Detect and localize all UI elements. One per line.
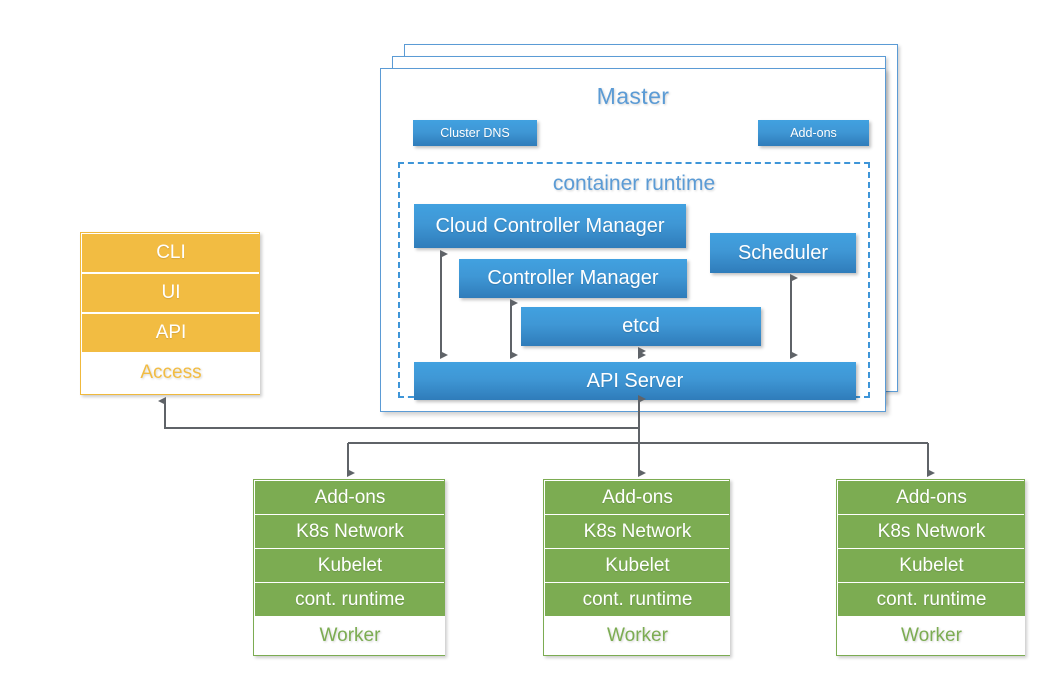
worker-2-footer-text: Worker	[607, 624, 668, 646]
access-panel: CLI UI API Access	[80, 232, 260, 395]
worker-1-footer-label: Worker	[255, 616, 445, 655]
worker-1-row-network-label: K8s Network	[296, 520, 404, 542]
access-row-ui-label: UI	[161, 282, 181, 303]
etcd-label: etcd	[622, 315, 660, 337]
worker-3-row-runtime-label: cont. runtime	[876, 588, 987, 610]
cloud-controller-manager-label: Cloud Controller Manager	[435, 214, 665, 237]
worker-2-row-addons-label: Add-ons	[602, 486, 673, 508]
worker-3-row-network[interactable]: K8s Network	[838, 515, 1025, 548]
cluster-dns-box[interactable]: Cluster DNS	[413, 120, 537, 146]
worker-3-footer-text: Worker	[901, 624, 962, 646]
master-panel: Master Cluster DNS Add-ons container run…	[380, 68, 886, 412]
access-row-cli[interactable]: CLI	[82, 234, 260, 272]
access-row-cli-label: CLI	[156, 242, 186, 263]
worker-node-1: Add-ons K8s Network Kubelet cont. runtim…	[253, 479, 445, 656]
master-addons-label: Add-ons	[790, 126, 837, 140]
worker-node-2: Add-ons K8s Network Kubelet cont. runtim…	[543, 479, 730, 656]
worker-2-row-runtime[interactable]: cont. runtime	[545, 583, 730, 616]
access-footer-text: Access	[140, 362, 202, 383]
etcd-box[interactable]: etcd	[521, 307, 761, 346]
api-server-label: API Server	[586, 369, 684, 392]
worker-3-footer-label: Worker	[838, 616, 1025, 655]
worker-node-3: Add-ons K8s Network Kubelet cont. runtim…	[836, 479, 1025, 656]
worker-3-row-kubelet-label: Kubelet	[899, 554, 964, 576]
worker-2-row-network[interactable]: K8s Network	[545, 515, 730, 548]
api-server-box[interactable]: API Server	[414, 362, 856, 400]
access-footer-label: Access	[82, 352, 260, 394]
worker-2-row-kubelet-label: Kubelet	[605, 554, 670, 576]
scheduler-label: Scheduler	[737, 241, 829, 264]
master-addons-box[interactable]: Add-ons	[758, 120, 869, 146]
worker-1-row-kubelet-label: Kubelet	[317, 554, 383, 576]
worker-3-row-runtime[interactable]: cont. runtime	[838, 583, 1025, 616]
worker-1-row-runtime[interactable]: cont. runtime	[255, 583, 445, 616]
worker-1-row-runtime-label: cont. runtime	[295, 588, 405, 610]
worker-1-row-network[interactable]: K8s Network	[255, 515, 445, 548]
access-row-api-label: API	[155, 322, 187, 343]
master-title: Master	[596, 83, 670, 109]
cluster-dns-label: Cluster DNS	[440, 126, 510, 140]
worker-3-row-addons-label: Add-ons	[896, 486, 967, 508]
worker-2-row-runtime-label: cont. runtime	[582, 588, 693, 610]
worker-1-row-addons[interactable]: Add-ons	[255, 481, 445, 514]
access-row-ui[interactable]: UI	[82, 274, 260, 312]
worker-2-row-kubelet[interactable]: Kubelet	[545, 549, 730, 582]
worker-3-row-kubelet[interactable]: Kubelet	[838, 549, 1025, 582]
worker-1-footer-text: Worker	[319, 624, 381, 646]
worker-3-row-network-label: K8s Network	[877, 520, 986, 542]
scheduler-box[interactable]: Scheduler	[710, 233, 856, 273]
access-row-api[interactable]: API	[82, 314, 260, 352]
worker-1-row-kubelet[interactable]: Kubelet	[255, 549, 445, 582]
worker-2-row-addons[interactable]: Add-ons	[545, 481, 730, 514]
worker-3-row-addons[interactable]: Add-ons	[838, 481, 1025, 514]
controller-manager-label: Controller Manager	[487, 267, 659, 289]
worker-2-row-network-label: K8s Network	[583, 520, 692, 542]
controller-manager-box[interactable]: Controller Manager	[459, 259, 687, 298]
container-runtime-title: container runtime	[552, 172, 716, 195]
cloud-controller-manager-box[interactable]: Cloud Controller Manager	[414, 204, 686, 248]
worker-2-footer-label: Worker	[545, 616, 730, 655]
worker-1-row-addons-label: Add-ons	[314, 486, 386, 508]
